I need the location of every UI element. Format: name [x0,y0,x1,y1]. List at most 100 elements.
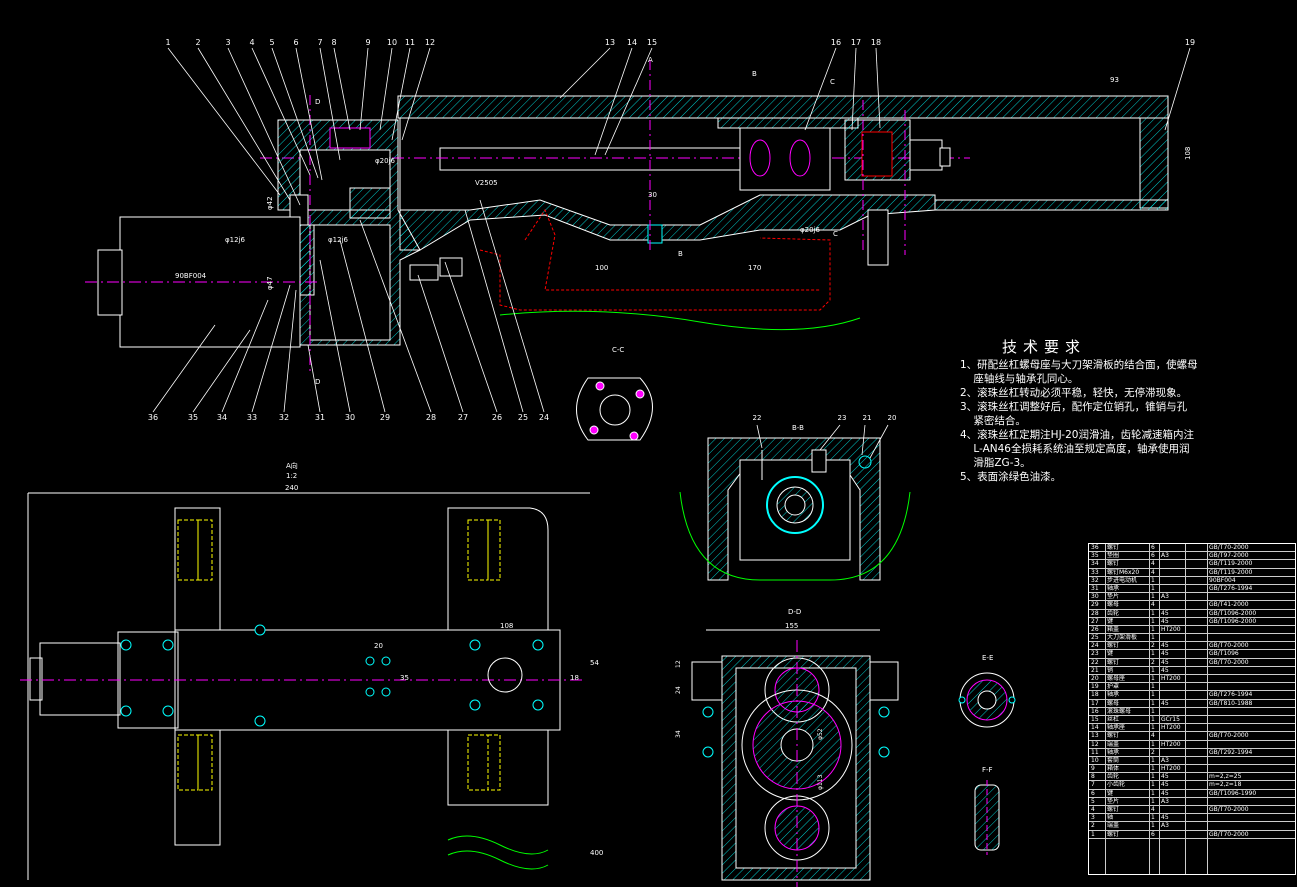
callout-24: 24 [539,413,549,422]
dim-52: φ52 [817,728,824,740]
cc-label: C-C [612,346,624,354]
bom-cell: 16 [1091,707,1099,715]
a-view-scale: 1:2 [286,472,297,480]
dim-v2505: V2505 [475,179,498,187]
bom-cell: 螺钉 [1107,830,1120,838]
tech-req-item-3: 3、滚珠丝杠调整好后，配作定位销孔，锥销与孔 紧密结合。 [960,401,1188,427]
callout-19: 19 [1185,38,1195,47]
dim-12: 12 [675,660,682,668]
dim-phi20-j6b: φ20j6 [800,226,820,234]
callout-1: 1 [165,38,170,47]
bom-cell: GB/T70-2000 [1209,732,1249,740]
bom-cell: 19 [1091,683,1099,691]
bom-cell: 丝杠 [1107,715,1120,723]
bom-cell: 9 [1091,765,1095,773]
bom-cell: 45 [1161,666,1169,674]
label-b: B [752,70,757,78]
bom-cell: 30 [1091,593,1099,601]
bom-cell: 6 [1151,830,1155,838]
bom-cell: 35 [1091,552,1099,560]
bom-cell: GB/T1096 [1209,650,1239,658]
a-direction-view: A向 1:2 240 [20,461,603,880]
ee-label: E-E [982,654,993,662]
callout-29: 29 [380,413,390,422]
bom-cell: 端盖 [1107,822,1120,830]
dim-108b: 108 [500,622,513,630]
bom-cell: GB/T276-1994 [1209,584,1253,592]
bom-cell: 6 [1151,544,1155,551]
bom-cell: 3 [1091,814,1095,822]
bom-cell: 17 [1091,699,1099,707]
dim-30: 30 [648,191,657,199]
ff-label: F-F [982,766,993,774]
bom-cell: HT200 [1161,675,1181,682]
bom-cell: m=2,z=25 [1209,773,1242,781]
bom-cell: GCr15 [1161,715,1180,723]
bb-callout-22: 22 [753,414,762,422]
bom-cell: 螺母 [1107,699,1120,707]
bom-cell: 螺钉 [1107,732,1120,740]
bom-cell: 24 [1091,642,1099,650]
bom-cell: 1 [1151,789,1155,797]
bom-cell: 齿轮 [1107,773,1120,781]
bom-cell: 45 [1161,617,1169,625]
cc-section-view: C-C [576,346,653,441]
bom-cell: 螺钉M6x20 [1107,568,1140,576]
bom-cell: 垫片 [1107,797,1120,805]
main-assembly-view [85,60,1169,375]
dim-24: 24 [675,686,682,694]
bom-cell: 36 [1091,544,1099,551]
bom-cell: 31 [1091,584,1099,592]
bom-cell: 34 [1091,560,1099,568]
callout-15: 15 [647,38,657,47]
dim-108: 108 [1184,147,1192,160]
bom-cell: 1 [1151,683,1155,691]
bom-cell: GB/T1096-2000 [1209,617,1257,625]
dim-20: 20 [374,642,383,650]
bom-cell: 螺钉 [1107,642,1120,650]
bom-cell: GB/T41-2000 [1209,601,1249,609]
bom-cell: 45 [1161,699,1169,707]
bom-cell: 23 [1091,650,1099,658]
callout-30: 30 [345,413,355,422]
dim-240: 240 [285,484,298,492]
bom-cell: 45 [1161,650,1169,658]
bom-cell: 2 [1151,748,1155,756]
bom-cell: 2 [1151,642,1155,650]
dim-155: 155 [785,622,798,630]
bom-cell: GB/T70-2000 [1209,830,1249,838]
label-a: A [648,56,653,64]
callout-34: 34 [217,413,227,422]
bom-cell: 33 [1091,568,1099,576]
label-d: D [315,98,320,106]
bom-cell: 1 [1151,675,1155,682]
a-view-label: A向 [286,461,298,470]
bb-callout-23: 23 [838,414,847,422]
bom-cell: 6 [1091,789,1095,797]
bom-cell: 护罩 [1107,683,1120,691]
bom-cell: GB/T292-1994 [1209,748,1253,756]
bom-cell: A3 [1161,593,1169,601]
callout-35: 35 [188,413,198,422]
bom-cell: 14 [1091,724,1099,732]
bottom-callouts [152,199,545,413]
bom-cell: 10 [1091,756,1099,764]
bom-cell: GB/T70-2000 [1209,658,1249,666]
bom-cell: m=2,z=18 [1209,781,1242,789]
callout-9: 9 [365,38,370,47]
dd-section-view: D-D 155 12 24 34 φ52 φ113 [675,608,899,887]
